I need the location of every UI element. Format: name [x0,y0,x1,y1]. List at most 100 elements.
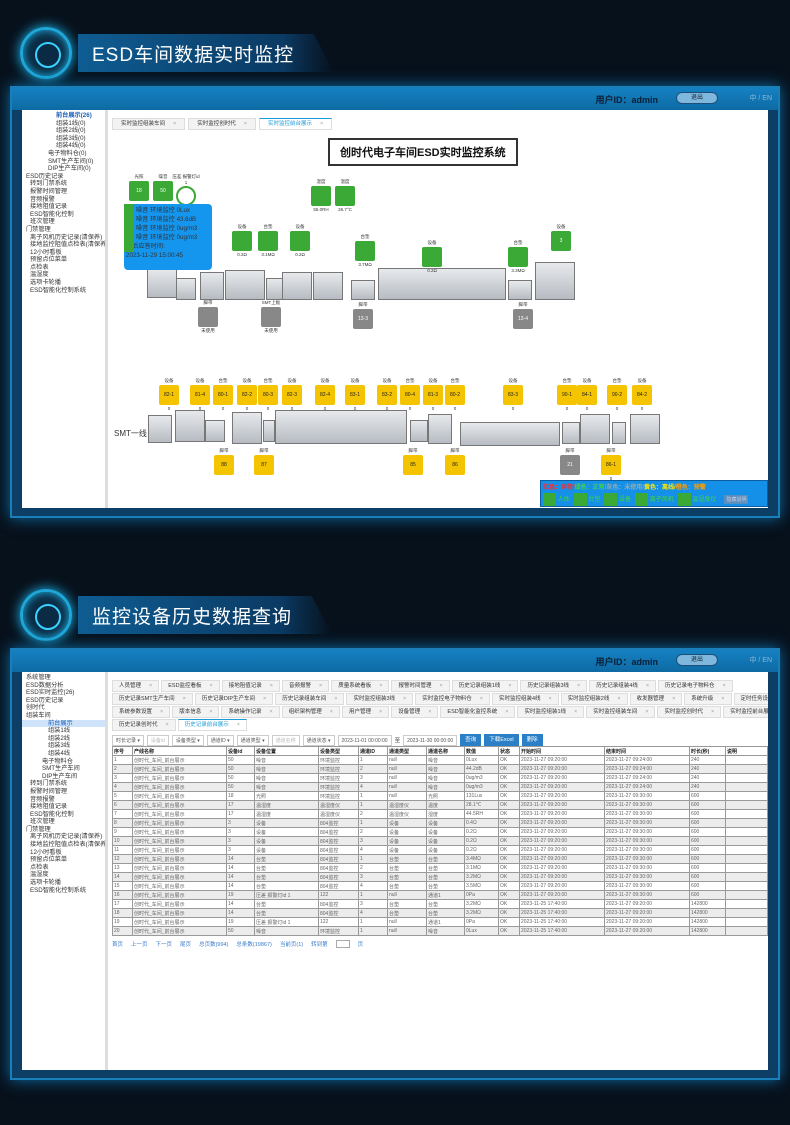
sidebar-item[interactable]: 电子物料仓(0) [48,149,87,157]
close-icon[interactable]: × [403,696,407,702]
close-icon[interactable]: × [672,696,676,702]
sidebar-item[interactable]: 班次管理 [30,218,55,226]
close-icon[interactable]: × [263,696,267,702]
sidebar-item[interactable]: 组装4线(0) [56,142,86,150]
close-icon[interactable]: × [269,709,273,715]
tab-item[interactable]: 实时监控组装车间× [586,706,656,718]
sidebar-item[interactable]: 组装2线 [48,734,71,742]
tab-item[interactable]: 系统操作记录× [221,706,280,718]
sidebar-item[interactable]: ESD智能化控制 [30,810,74,818]
tab-item[interactable]: 定时任务设置× [733,693,768,705]
column-header[interactable]: 设备类型 [318,746,359,756]
sidebar-item[interactable]: ESD历史记录 [26,696,64,704]
tab-item[interactable]: 历史记录前台展示× [177,719,247,731]
sidebar-item[interactable]: 点检表 [30,863,49,871]
sidebar-item[interactable]: 预留点位菜单 [30,856,68,864]
close-icon[interactable]: × [319,683,323,689]
close-icon[interactable]: × [710,709,715,715]
close-icon[interactable]: × [236,722,240,728]
sidebar-item[interactable]: 接地阻值记录 [30,803,68,811]
sidebar-item[interactable]: 音频报警 [30,795,55,803]
sidebar-item[interactable]: 创时代 [26,704,45,712]
sidebar-tree[interactable]: 前台展示(26)组装1线(0)组装2线(0)组装3线(0)组装4线(0)电子物料… [22,110,108,508]
sidebar-item[interactable]: 组装4线 [48,749,71,757]
pager-link[interactable]: 上一页 [131,942,148,948]
tab-item[interactable]: 用户管理× [341,706,390,718]
download-excel-button[interactable]: 下载Excel [484,734,519,746]
tab-item[interactable]: ESD智能化监控系统× [440,706,516,718]
sidebar-item[interactable]: 选项卡轮播 [30,879,61,887]
sidebar-item[interactable]: 报警时间管理 [30,787,68,795]
close-icon[interactable]: × [329,709,333,715]
close-icon[interactable]: × [645,683,650,689]
column-header[interactable]: 通道类型 [387,746,427,756]
device-type-select[interactable]: 设备类型 ▾ [171,734,204,746]
tab-0[interactable]: 实时监控组装车间× [112,118,186,130]
sidebar-item[interactable]: ESD智能化控制 [30,210,74,218]
column-header[interactable]: 结束时间 [604,746,690,756]
close-icon[interactable]: × [165,722,169,728]
sidebar-item[interactable]: ESD智能化控制系统 [30,286,87,294]
device-id-input[interactable]: 设备id [146,734,169,746]
tab-item[interactable]: 历史记录SMT生产车间× [112,693,193,705]
column-header[interactable]: 产线名称 [132,746,227,756]
close-icon[interactable]: × [243,121,247,127]
column-header[interactable]: 数值 [464,746,499,756]
sidebar-item[interactable]: 接地监控阻值点检表(清保养) [30,841,108,849]
column-header[interactable]: 时长(秒) [689,746,726,756]
channel-type-select[interactable]: 通道类型 ▾ [236,734,269,746]
tab-item[interactable]: 版本信息× [172,706,220,718]
sidebar-item[interactable]: 接地阻值记录 [30,203,68,211]
logout-button[interactable]: 退出 [676,92,718,104]
sidebar-item[interactable]: SMT生产车间 [42,765,80,773]
sidebar-item[interactable]: 前台展示(26) [56,112,92,119]
close-icon[interactable]: × [548,696,552,702]
close-icon[interactable]: × [160,709,164,715]
tab-item[interactable]: 质量系统看板× [331,680,390,692]
sidebar-item[interactable]: 转到门禁系统 [30,780,68,788]
tab-item[interactable]: 收发器管理× [629,693,683,705]
language-switch[interactable]: 中 / EN [749,657,772,664]
sidebar-item[interactable]: 温湿度 [30,271,49,279]
sidebar-item[interactable]: 班次管理 [30,818,55,826]
sidebar-item[interactable]: 接地监控阻值点检表(清保养) [30,241,108,249]
sidebar-item[interactable]: ESD历史记录 [26,172,64,180]
tab-item[interactable]: 实时监控组装2线× [560,693,628,705]
sidebar-item[interactable]: DIP生产车间(0) [48,165,91,173]
tab-item[interactable]: 实时监控组装4线× [491,693,559,705]
sidebar-item[interactable]: 音频报警 [30,195,55,203]
sidebar-item[interactable]: ESD智能化控制系统 [30,886,87,894]
close-icon[interactable]: × [149,683,153,689]
tab-item[interactable]: 历史记录DIP生产车间× [194,693,274,705]
close-icon[interactable]: × [269,683,273,689]
sidebar-item[interactable]: 组装1线(0) [56,119,86,127]
sidebar-item[interactable]: 12小时看板 [30,848,62,856]
close-icon[interactable]: × [508,683,512,689]
sidebar-item[interactable]: 离子风机历史记录(清保养) [30,833,103,841]
tab-item[interactable]: 实时监控创时代× [657,706,722,718]
duration-select[interactable]: 时长记录 ▾ [112,734,144,746]
close-icon[interactable]: × [577,683,581,689]
tab-item[interactable]: ESD监控看板× [161,680,220,692]
tab-1[interactable]: 实时监控创时代× [188,118,256,130]
close-icon[interactable]: × [209,709,213,715]
end-date-input[interactable]: 2023-11-30 00:00:00 [403,734,458,746]
sidebar-item[interactable]: 组装3线(0) [56,134,86,142]
tab-item[interactable]: 历史记录电子物料仓× [658,680,733,692]
tab-item[interactable]: 设备管理× [391,706,439,718]
